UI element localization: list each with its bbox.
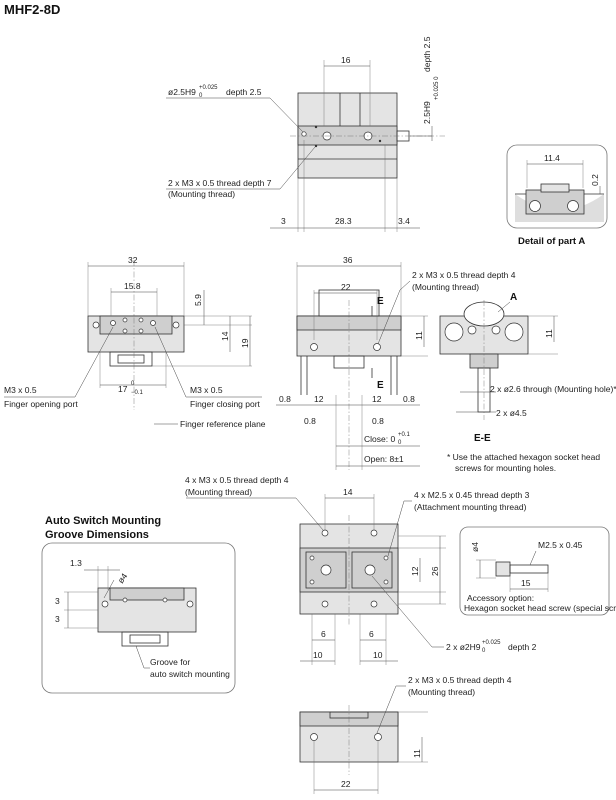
section-ee-title: E-E (474, 433, 491, 444)
port-open-thread: M3 x 0.5 (4, 385, 37, 395)
groove-label-1: Groove for (150, 657, 190, 667)
dim-28-3: 28.3 (335, 216, 352, 226)
auto-switch-groove: Auto Switch Mounting Groove Dimensions 1… (41, 515, 236, 694)
front-dim-17-tol-lower: −0.1 (131, 390, 144, 396)
dim-0-2: 0.2 (590, 174, 600, 186)
pin-depth: depth 2 (508, 642, 537, 652)
auto-switch-heading-2: Groove Dimensions (45, 529, 149, 541)
pin-hole (301, 131, 307, 137)
bottom-thread-sub: (Mounting thread) (185, 487, 252, 497)
pin-hole-label: ø2.5H9 (168, 87, 196, 97)
end-dim-11: 11 (412, 749, 422, 758)
finger-ref-label: Finger reference plane (180, 419, 266, 429)
dim-4-5-label: 2 x ø4.5 (496, 408, 527, 418)
auto-switch-heading-1: Auto Switch Mounting (45, 515, 161, 527)
side-dim-12-b: 12 (372, 394, 382, 404)
accessory-dim-15: 15 (521, 578, 531, 588)
close-tol-upper: +0.1 (398, 432, 411, 438)
accessory-frame (459, 526, 610, 616)
port-close-label: Finger closing port (190, 399, 261, 409)
top-view-band (297, 125, 398, 146)
bottom-dim-10-b: 10 (373, 650, 383, 660)
side-hole-depth: depth 2.5 (422, 36, 432, 72)
bottom-dim-12: 12 (410, 566, 420, 576)
detail-mark-a: A (510, 292, 517, 303)
side-dim-0-8-b: 0.8 (403, 394, 415, 404)
section-mark-top: E (377, 296, 384, 307)
top-view: 16 ø2.5H9 +0.025 0 depth 2.5 2.5H9 +0.02… (166, 36, 445, 232)
front-dim-19: 19 (240, 338, 250, 348)
bottom-thread-label: 4 x M3 x 0.5 thread depth 4 (185, 475, 289, 485)
pin-hole-tol-lower: 0 (199, 93, 203, 99)
dim-16: 16 (341, 55, 351, 65)
front-dim-14: 14 (220, 331, 230, 341)
side-view: 36 22 E E 2 x M3 x 0.5 thread depth 4 (M… (276, 255, 516, 470)
side-dim-36: 36 (343, 255, 353, 265)
bottom-dim-6-a: 6 (321, 629, 326, 639)
side-dim-0-8-d: 0.8 (372, 416, 384, 426)
front-view: 32 15.8 5.9 14 19 17 0 −0.1 M3 x 0.5 Fin… (4, 255, 266, 429)
end-thread-sub: (Mounting thread) (408, 687, 475, 697)
accessory-thread: M2.5 x 0.45 (538, 540, 583, 550)
side-dim-0-8-a: 0.8 (279, 394, 291, 404)
end-dim-22: 22 (341, 779, 351, 789)
section-note-1: * Use the attached hexagon socket head (447, 452, 600, 462)
front-dim-5-9: 5.9 (193, 294, 203, 306)
dim-11-4: 11.4 (544, 153, 560, 163)
groove-dim-3-a: 3 (55, 596, 60, 606)
accessory-label-2: Hexagon socket head screw (special screw… (464, 603, 616, 613)
detail-a-caption: Detail of part A (518, 236, 585, 247)
section-mark-bottom: E (377, 380, 384, 391)
mount-thread-sub: (Mounting thread) (168, 189, 235, 199)
pin-hole-tol-upper: +0.025 (199, 85, 218, 91)
front-dim-17: 17 (118, 384, 128, 394)
attach-thread-sub: (Attachment mounting thread) (414, 502, 527, 512)
close-tol-lower: 0 (398, 440, 402, 446)
side-hole-tol: +0.025 0 (434, 76, 440, 100)
side-dim-12-a: 12 (314, 394, 324, 404)
side-thread-label: 2 x M3 x 0.5 thread depth 4 (412, 270, 516, 280)
section-note-2: screws for mounting holes. (455, 463, 556, 473)
port-close-thread: M3 x 0.5 (190, 385, 223, 395)
side-dim-0-8-c: 0.8 (304, 416, 316, 426)
side-dim-11: 11 (414, 331, 424, 340)
drawing-title: MHF2-8D (4, 2, 60, 17)
dim-3-4: 3.4 (398, 216, 410, 226)
accessory-label-1: Accessory option: (467, 593, 534, 603)
port-open-label: Finger opening port (4, 399, 78, 409)
section-ee: A 11 2 x ø2.6 through (Mounting hole)* 2… (439, 292, 616, 473)
bottom-dim-14: 14 (343, 487, 353, 497)
close-label: Close: 0 (364, 434, 395, 444)
accessory-dim-phi4: ø4 (470, 542, 480, 552)
side-hole-label: 2.5H9 (422, 101, 432, 124)
accessory-screw: ø4 M2.5 x 0.45 15 Accessory option: Hexa… (459, 526, 616, 616)
bottom-dim-6-b: 6 (369, 629, 374, 639)
bottom-dim-10-a: 10 (313, 650, 323, 660)
dim-3: 3 (281, 216, 286, 226)
bottom-view: 4 x M3 x 0.5 thread depth 4 (Mounting th… (185, 475, 537, 665)
pin-hole-depth: depth 2.5 (226, 87, 262, 97)
attach-thread-label: 4 x M2.5 x 0.45 thread depth 3 (414, 490, 530, 500)
groove-dim-3-b: 3 (55, 614, 60, 624)
side-thread-sub: (Mounting thread) (412, 282, 479, 292)
pin-label: 2 x ø2H9 (446, 642, 481, 652)
through-hole-label: 2 x ø2.6 through (Mounting hole)* (490, 384, 616, 394)
pin-tol-lower: 0 (482, 648, 486, 654)
end-view: 2 x M3 x 0.5 thread depth 4 (Mounting th… (299, 675, 512, 794)
bottom-dim-26: 26 (430, 566, 440, 576)
front-dim-15-8: 15.8 (124, 281, 141, 291)
detail-a: 11.4 0.2 Detail of part A (506, 144, 608, 247)
mount-thread-label: 2 x M3 x 0.5 thread depth 7 (168, 178, 272, 188)
groove-label-2: auto switch mounting (150, 669, 230, 679)
side-dim-22: 22 (341, 282, 351, 292)
end-thread-label: 2 x M3 x 0.5 thread depth 4 (408, 675, 512, 685)
front-dim-17-tol-upper: 0 (131, 381, 135, 387)
front-dim-32: 32 (128, 255, 138, 265)
section-dim-11: 11 (544, 329, 554, 338)
pin-tol-upper: +0.025 (482, 640, 501, 646)
open-label: Open: 8±1 (364, 454, 404, 464)
groove-dim-1-3: 1.3 (70, 558, 82, 568)
